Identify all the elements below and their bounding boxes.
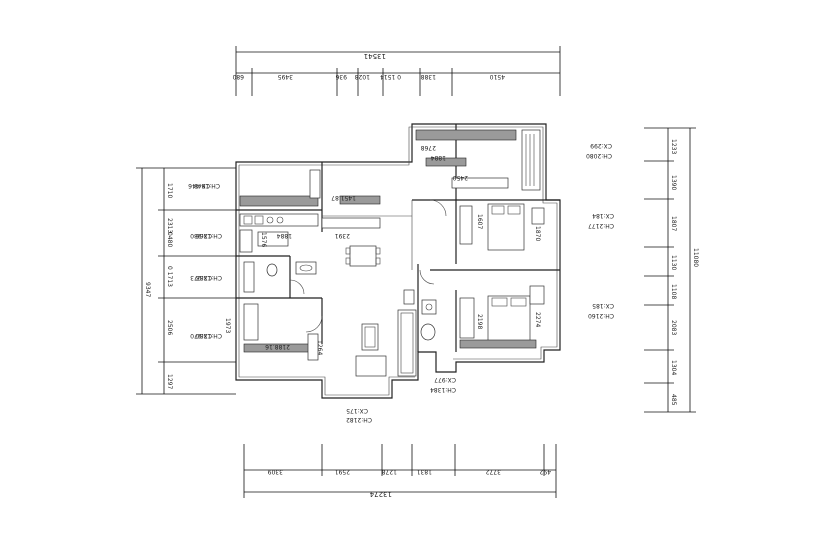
- right-seg-6: 1304: [670, 360, 677, 375]
- right-seg-3: 1130: [670, 255, 677, 270]
- inner-dim-13: 1576: [260, 232, 267, 247]
- room-r6-ch: CH:2177: [588, 222, 614, 229]
- inner-dim-8: 2198: [476, 314, 483, 329]
- room-r5-cx: CX:299: [590, 142, 612, 149]
- inner-dimensions: 2768 1884 2450 1451.87 1884 2391 1607 18…: [224, 144, 541, 355]
- room-r9-ch: CH:2182: [346, 416, 372, 423]
- kitchen-area: CH:1366 CX:980: [190, 213, 319, 253]
- top-seg-0: 680: [232, 73, 244, 80]
- right-seg-1: 1390: [670, 175, 677, 190]
- room-r3-cx: CX:973: [190, 274, 212, 281]
- right-seg-7: 485: [670, 394, 677, 406]
- left-seg-3: 2506: [166, 320, 173, 335]
- inner-dim-9: 2274: [534, 312, 541, 327]
- inner-dim-0: 2768: [421, 144, 436, 151]
- top-seg-1: 3495: [278, 73, 293, 80]
- top-overall-dim: 13541: [364, 52, 386, 60]
- left-dimension-chain: 9347 1710 2313 0480 0 1713 2506 1297: [136, 167, 236, 395]
- exterior-walls: [235, 123, 561, 399]
- inner-dim-11: 1264: [316, 340, 323, 355]
- right-seg-2: 1807: [670, 216, 677, 231]
- inner-dim-7: 1870: [534, 226, 541, 241]
- left-seg-1: 2313: [166, 218, 173, 233]
- inner-dim-3: 1451.87: [331, 194, 356, 201]
- inner-dim-6: 1607: [476, 214, 483, 229]
- room-r7-cx: CX:185: [592, 302, 614, 309]
- bottom-dimension-chain: 3309 2591 1278 1831 3772 492 13274: [243, 444, 557, 498]
- room-r4-cx: CX:970: [190, 332, 212, 339]
- left-overall-dim: 9347: [144, 282, 151, 297]
- left-extra-dim: 0480: [166, 232, 173, 247]
- left-seg-2: 0 1713: [166, 266, 173, 287]
- room-r4-ch: CH:1380: [196, 332, 222, 339]
- top-seg-4: 0 1514: [380, 73, 401, 80]
- right-seg-4: 1108: [670, 284, 677, 299]
- master-bedroom: CX:185 CH:2160: [459, 285, 614, 349]
- bathroom-center: CX:977 CH:1384: [403, 289, 456, 393]
- inner-dim-10: 2188.16: [265, 343, 290, 350]
- room-r5-ch: CH:2080: [586, 152, 612, 159]
- doors: [289, 199, 447, 333]
- bottom-seg-1: 2591: [335, 468, 350, 475]
- room-r6-cx: CX:184: [592, 212, 614, 219]
- room-r7-ch: CH:2160: [588, 312, 614, 319]
- bottom-seg-2: 1278: [382, 468, 397, 475]
- room-r1-ch: CH:1948: [194, 182, 220, 189]
- left-seg-0: 1710: [166, 183, 173, 198]
- bedroom-left: CH:1380 CX:970: [190, 303, 319, 361]
- living-area: CX:175 CH:2182: [346, 309, 417, 423]
- room-r8-cx: CX:977: [434, 376, 456, 383]
- bottom-seg-4: 3772: [486, 468, 501, 475]
- bathroom-left: CH:1383 CX:973: [190, 261, 317, 293]
- right-seg-0: 1233: [670, 139, 677, 154]
- right-dimension-chain: 11080 1233 1390 1807 1130 1108 2083 1304…: [644, 127, 699, 413]
- left-seg-4: 1297: [166, 374, 173, 389]
- room-r1-cx: CX:446: [188, 182, 210, 189]
- right-seg-5: 2083: [670, 320, 677, 335]
- top-seg-6: 4510: [490, 73, 505, 80]
- room-r2-cx: CX:980: [190, 232, 212, 239]
- inner-dim-1: 1884: [431, 154, 446, 161]
- inner-dim-12: 1973: [224, 318, 231, 333]
- study-room: CX:299 CH:2080: [415, 129, 612, 191]
- top-dimension-chain: 13541 680 3495 936 1028 0 1514 1388 4510: [232, 46, 561, 96]
- bedroom-right-top: CX:184 CH:2177: [459, 203, 614, 251]
- room-r3-ch: CH:1383: [196, 274, 222, 281]
- top-seg-5: 1388: [421, 73, 436, 80]
- dining-area: [321, 195, 381, 267]
- room-r9-cx: CX:175: [346, 407, 368, 414]
- inner-dim-2: 2450: [453, 174, 468, 181]
- inner-dim-4: 1884: [277, 232, 292, 239]
- room-r2-ch: CH:1366: [196, 232, 222, 239]
- bottom-overall-dim: 13274: [369, 490, 392, 498]
- bottom-seg-0: 3309: [268, 468, 283, 475]
- top-seg-3: 1028: [355, 73, 370, 80]
- bottom-seg-3: 1831: [417, 468, 432, 475]
- bottom-seg-5: 492: [539, 468, 551, 475]
- top-seg-2: 936: [335, 73, 347, 80]
- right-overall-dim: 11080: [692, 248, 699, 267]
- kitchen-counter-top: CH:1948 CX:446: [188, 169, 321, 207]
- room-r8-ch: CH:1384: [430, 386, 456, 393]
- inner-dim-5: 2391: [335, 232, 350, 239]
